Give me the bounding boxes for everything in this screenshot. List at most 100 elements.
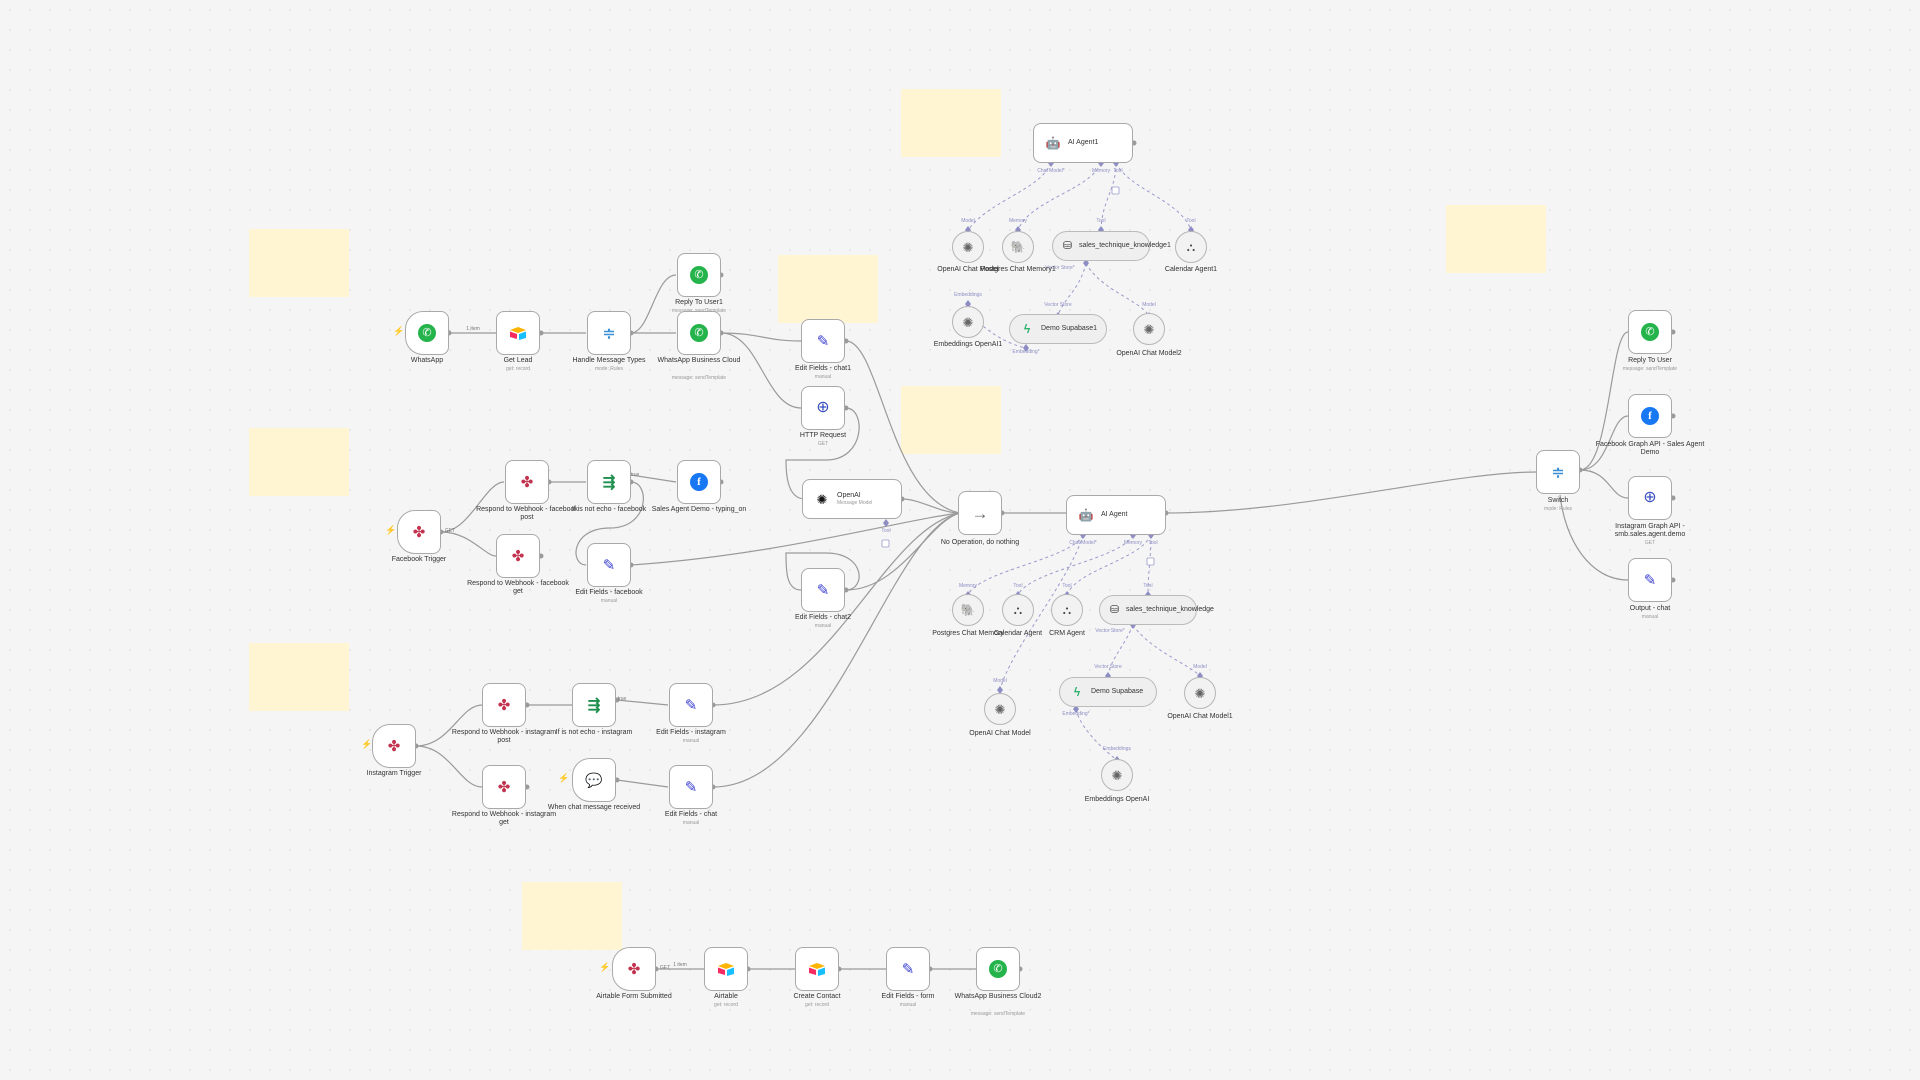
pencil-icon: ✎ — [684, 696, 698, 714]
node-label: Demo Supabase — [1091, 688, 1144, 695]
node-subtitle: message: sendTemplate — [970, 1011, 1026, 1017]
node-facebook-graph-api[interactable]: f — [1628, 394, 1672, 438]
node-respond-webhook-facebook-post[interactable]: ✤ — [505, 460, 549, 504]
node-openai-chat-model2[interactable]: ✺ — [1133, 313, 1165, 345]
node-postgres-chat-memory1[interactable]: 🐘 — [1002, 231, 1034, 263]
openai-icon: ✺ — [962, 239, 974, 255]
node-label: OpenAI Chat Model1 — [1167, 713, 1233, 720]
openai-icon: ✺ — [1111, 767, 1123, 783]
database-icon: ⛁ — [1062, 239, 1073, 252]
node-subtitle: manual — [1641, 614, 1659, 620]
node-subtitle: mode: Rules — [594, 366, 624, 372]
node-edit-fields-chat[interactable]: ✎ — [669, 765, 713, 809]
node-subtitle: manual — [899, 1002, 917, 1008]
webhook-icon: ✤ — [497, 696, 511, 714]
node-http-request[interactable]: ⊕ — [801, 386, 845, 430]
node-demo-supabase1[interactable]: ϟ Demo Supabase1 — [1009, 314, 1107, 344]
webhook-icon: ✤ — [520, 473, 534, 491]
node-if-not-echo-facebook[interactable]: ⇶ — [587, 460, 631, 504]
node-whatsapp-business-cloud2[interactable]: ✆ — [976, 947, 1020, 991]
node-reply-to-user[interactable]: ✆ — [1628, 310, 1672, 354]
pencil-icon: ✎ — [816, 581, 830, 599]
node-ai-agent[interactable]: 🤖 AI Agent — [1066, 495, 1166, 535]
node-label: Embeddings OpenAI1 — [933, 341, 1003, 348]
trigger-bolt-icon: ⚡ — [599, 962, 611, 972]
sticky-note[interactable] — [522, 882, 622, 950]
node-edit-fields-instagram[interactable]: ✎ — [669, 683, 713, 727]
node-calendar-agent1[interactable]: ⛬ — [1175, 231, 1207, 263]
node-label: Edit Fields - chat2 — [794, 614, 852, 621]
node-facebook-trigger[interactable]: ✤ — [397, 510, 441, 554]
whatsapp-icon: ✆ — [690, 324, 708, 342]
node-label: OpenAI Chat Model2 — [1116, 350, 1182, 357]
node-subtitle: get: record — [805, 1002, 829, 1008]
whatsapp-icon: ✆ — [418, 324, 436, 342]
node-respond-webhook-facebook-get[interactable]: ✤ — [496, 534, 540, 578]
node-output-chat[interactable]: ✎ — [1628, 558, 1672, 602]
edge-label: 1 item — [466, 326, 480, 332]
whatsapp-icon: ✆ — [1641, 323, 1659, 341]
sticky-note[interactable] — [249, 229, 349, 297]
node-instagram-trigger[interactable]: ✤ — [372, 724, 416, 768]
node-create-contact[interactable] — [795, 947, 839, 991]
node-openai-chat-model-b[interactable]: ✺ — [984, 693, 1016, 725]
handle-label: Vector Store* — [1095, 628, 1125, 634]
network-icon: ⛬ — [1062, 603, 1072, 617]
node-calendar-agent[interactable]: ⛬ — [1002, 594, 1034, 626]
node-label: Embeddings OpenAI — [1084, 796, 1150, 803]
node-label: Facebook Trigger — [391, 556, 447, 563]
node-airtable[interactable] — [704, 947, 748, 991]
node-sales-technique-knowledge1[interactable]: ⛁ sales_technique_knowledge1 — [1052, 231, 1171, 261]
node-openai-chat-model[interactable]: ✺ — [952, 231, 984, 263]
node-label: sales_technique_knowledge1 — [1079, 242, 1171, 249]
node-if-not-echo-instagram[interactable]: ⇶ — [572, 683, 616, 727]
node-edit-fields-chat2[interactable]: ✎ — [801, 568, 845, 612]
node-get-lead[interactable] — [496, 311, 540, 355]
node-postgres-chat-memory[interactable]: 🐘 — [952, 594, 984, 626]
node-label: Demo Supabase1 — [1041, 325, 1098, 332]
sticky-note[interactable] — [249, 428, 349, 496]
node-label: Edit Fields - facebook — [575, 589, 643, 596]
node-respond-webhook-instagram-get[interactable]: ✤ — [482, 765, 526, 809]
node-crm-agent[interactable]: ⛬ — [1051, 594, 1083, 626]
node-openai-chat-model1[interactable]: ✺ — [1184, 677, 1216, 709]
node-embeddings-openai1[interactable]: ✺ — [952, 306, 984, 338]
handle-label: Vector Store — [1094, 664, 1122, 670]
node-openai-message-model[interactable]: ✺ OpenAI Message Model — [802, 479, 902, 519]
node-edit-fields-chat1[interactable]: ✎ — [801, 319, 845, 363]
node-sales-agent-typing[interactable]: f — [677, 460, 721, 504]
node-chat-trigger[interactable]: 💬 — [572, 758, 616, 802]
sticky-note[interactable] — [778, 255, 878, 323]
node-whatsapp-trigger[interactable]: ✆ — [405, 311, 449, 355]
node-respond-webhook-instagram-post[interactable]: ✤ — [482, 683, 526, 727]
node-no-operation[interactable]: → — [958, 491, 1002, 535]
node-airtable-form-submitted[interactable]: ✤ — [612, 947, 656, 991]
node-label: When chat message received — [547, 804, 641, 811]
sticky-note[interactable] — [901, 386, 1001, 454]
sticky-note[interactable] — [901, 89, 1001, 157]
sticky-note[interactable] — [1446, 205, 1546, 273]
node-label: Respond to Webhook - instagram get — [451, 811, 557, 826]
postgres-icon: 🐘 — [960, 603, 976, 617]
node-whatsapp-business-cloud[interactable]: ✆ — [677, 311, 721, 355]
pencil-icon: ✎ — [816, 332, 830, 350]
whatsapp-icon: ✆ — [690, 266, 708, 284]
node-label: Reply To User1 — [675, 299, 723, 306]
facebook-icon: f — [1641, 407, 1659, 425]
robot-icon: 🤖 — [1045, 136, 1061, 150]
node-demo-supabase[interactable]: ϟ Demo Supabase — [1059, 677, 1157, 707]
globe-icon: ⊕ — [816, 399, 830, 416]
node-reply-to-user1[interactable]: ✆ — [677, 253, 721, 297]
node-subtitle: GET — [817, 441, 829, 447]
node-edit-fields-facebook[interactable]: ✎ — [587, 543, 631, 587]
sticky-note[interactable] — [249, 643, 349, 711]
node-handle-message-types[interactable]: ≑ — [587, 311, 631, 355]
node-embeddings-openai[interactable]: ✺ — [1101, 759, 1133, 791]
node-subtitle: mode: Rules — [1543, 506, 1573, 512]
node-switch[interactable]: ≑ — [1536, 450, 1580, 494]
node-sales-technique-knowledge[interactable]: ⛁ sales_technique_knowledge — [1099, 595, 1214, 625]
node-ai-agent1[interactable]: 🤖 AI Agent1 — [1033, 123, 1133, 163]
node-edit-fields-form[interactable]: ✎ — [886, 947, 930, 991]
node-instagram-graph-api[interactable]: ⊕ — [1628, 476, 1672, 520]
